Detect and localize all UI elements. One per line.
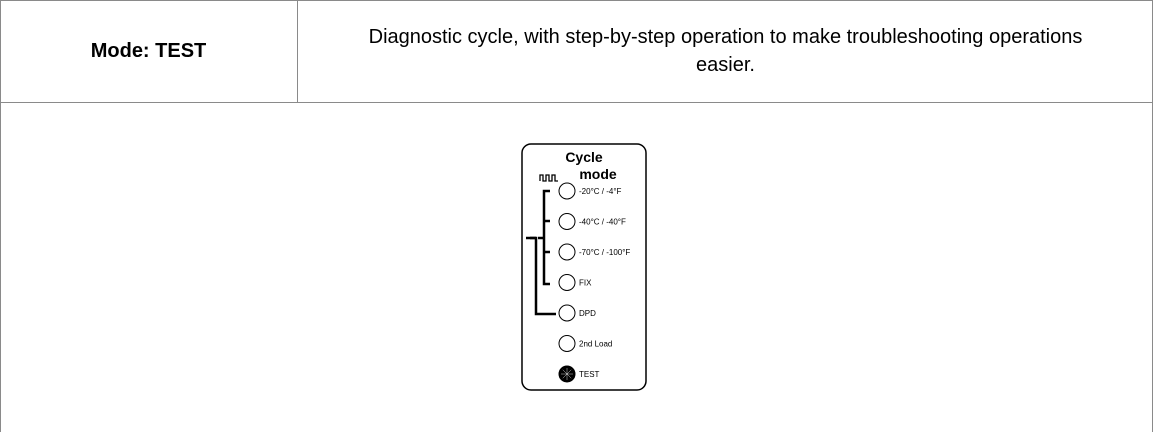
- panel-title-cycle: Cycle: [565, 149, 603, 165]
- table-column-divider: [297, 0, 298, 103]
- indicator-label: FIX: [579, 279, 592, 288]
- table-border-top: [0, 0, 1153, 1]
- indicator-led-off: [558, 304, 576, 322]
- led-glow-ray: [566, 373, 572, 379]
- indicator-label: -40°C / -40°F: [579, 218, 626, 227]
- indicator-led-off: [558, 182, 576, 200]
- indicator-label: -70°C / -100°F: [579, 248, 630, 257]
- led-glow-ray: [566, 369, 572, 375]
- mode-label-cell: Mode: TEST: [0, 0, 297, 102]
- indicator-label: TEST: [579, 370, 600, 379]
- mode-label: Mode: TEST: [90, 39, 207, 62]
- indicator-row: -20°C / -4°F: [558, 182, 622, 200]
- indicator-led-off: [558, 213, 576, 230]
- indicator-led-off: [558, 335, 576, 352]
- table-row-divider: [0, 102, 1153, 103]
- indicator-row: 2nd Load: [558, 335, 612, 352]
- indicator-row: FIX: [558, 274, 592, 291]
- indicator-row: TEST: [558, 365, 600, 383]
- indicator-label: 2nd Load: [579, 340, 612, 349]
- indicator-row: -40°C / -40°F: [558, 213, 626, 230]
- mode-description-cell: Diagnostic cycle, with step-by-step oper…: [298, 0, 1153, 102]
- indicator-label: DPD: [579, 309, 596, 318]
- mode-description: Diagnostic cycle, with step-by-step oper…: [368, 26, 1083, 76]
- indicator-led-off: [558, 243, 576, 261]
- indicator-row: -70°C / -100°F: [558, 243, 630, 261]
- led-glow-ray: [562, 373, 568, 379]
- cycle-mode-panel-figure: Cycle mode -20°C / -4°F -40°C / -40°F -70°…: [521, 143, 647, 391]
- indicator-row: DPD: [558, 304, 596, 322]
- table-border-left: [0, 0, 1, 432]
- panel-frame: [521, 143, 647, 391]
- cycle-mode-panel: Cycle mode -20°C / -4°F -40°C / -40°F -70°…: [520, 142, 648, 392]
- panel-title-mode: mode: [579, 166, 617, 182]
- indicator-label: -20°C / -4°F: [579, 187, 622, 196]
- led-glow-ray: [562, 369, 568, 375]
- indicator-led-off: [558, 274, 576, 291]
- square-wave-icon: [539, 174, 558, 182]
- indicator-list: -20°C / -4°F -40°C / -40°F -70°C / -100°F F…: [558, 182, 630, 383]
